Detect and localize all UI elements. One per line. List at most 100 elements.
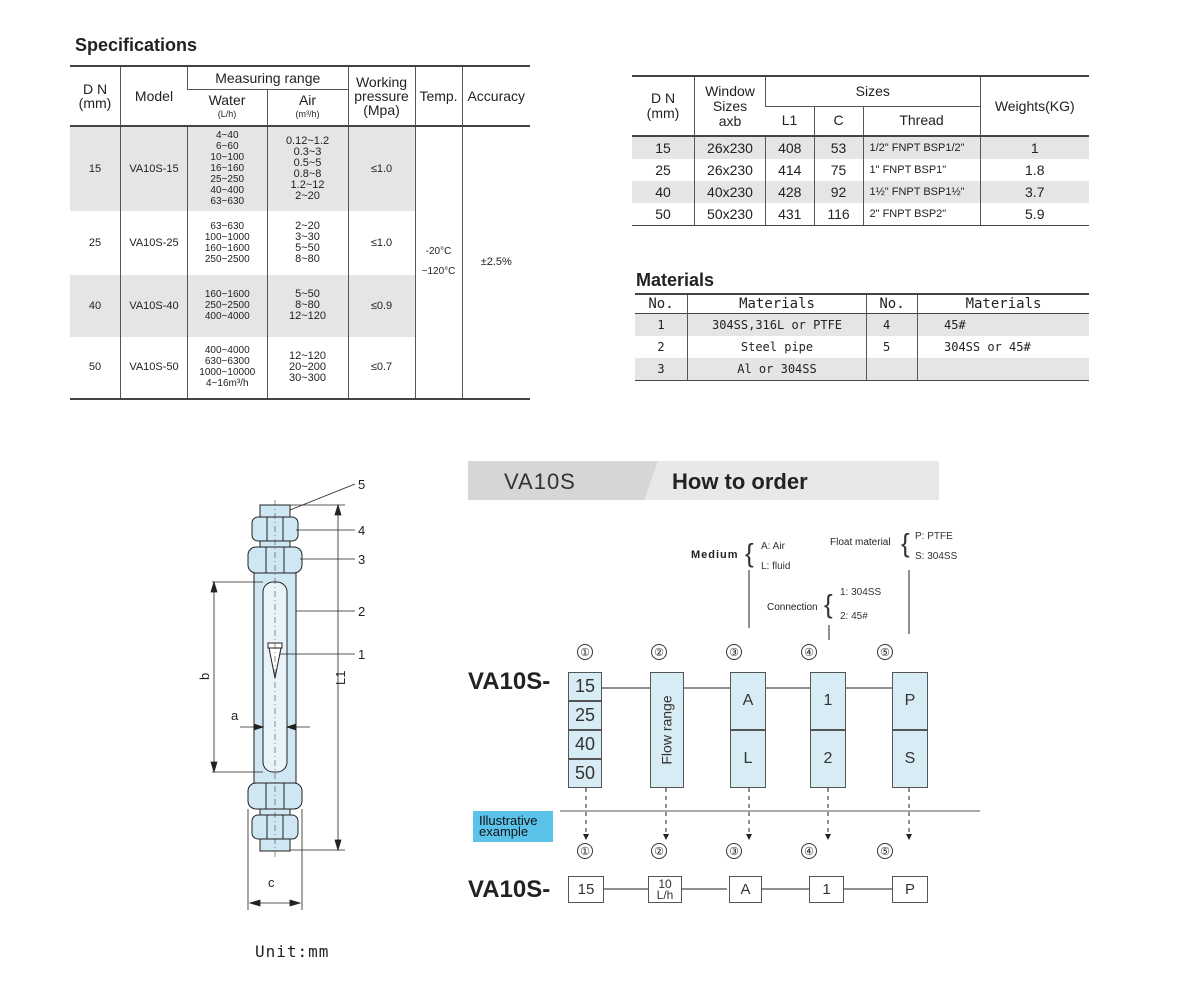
spec-pressure: ≤0.9: [347, 274, 415, 337]
water-range: 4~40: [215, 130, 239, 141]
size-option-25[interactable]: 25: [568, 701, 602, 730]
sizes-header-sizes: Sizes: [765, 76, 980, 107]
sizes-c: 75: [813, 159, 863, 181]
sizes-l1: 428: [765, 181, 814, 203]
sizes-window: 50x230: [694, 203, 766, 226]
sizes-header-l1: L1: [781, 112, 798, 129]
water-range: 63~630: [210, 196, 245, 207]
spec-temp: -20°C~120°C: [414, 125, 462, 399]
float-material-label: Float material: [830, 537, 891, 548]
water-range: 160~1600: [204, 242, 250, 254]
example-float: P: [892, 876, 928, 903]
sizes-weight: 1: [979, 136, 1089, 159]
header-water: Water (L/h): [188, 90, 268, 126]
water-range: 1000~10000: [199, 367, 256, 378]
flow-range-box[interactable]: Flow range: [650, 672, 684, 788]
step-circle-5: ⑤: [877, 644, 893, 660]
order-connectors: [560, 570, 980, 890]
air-range: 12~120: [288, 349, 326, 362]
materials-header-no-2: No.: [866, 294, 918, 314]
sizes-c: 116: [813, 203, 863, 226]
connection-brace: {: [824, 589, 833, 619]
float-option-s[interactable]: S: [892, 730, 928, 788]
callout-3: 3: [358, 552, 365, 567]
sizes-thread: 1/2" FNPT BSP1/2": [862, 136, 980, 159]
medium-option-a[interactable]: A: [730, 672, 766, 730]
air-range: 2~20: [295, 189, 320, 202]
header-model: Model: [120, 66, 188, 126]
air-range: 0.5~5: [293, 156, 322, 169]
water-range: 63~630: [210, 220, 245, 232]
sizes-thread: 2" FNPT BSP2": [862, 203, 980, 226]
header-dn: D N (mm): [70, 66, 121, 126]
air-range: 3~30: [295, 230, 320, 243]
connection-option-45: 2: 45#: [840, 611, 868, 622]
water-range: 16~160: [210, 163, 245, 174]
materials-header-materials-2: Materials: [917, 294, 1089, 314]
size-option-50[interactable]: 50: [568, 759, 602, 788]
sizes-c: 92: [813, 181, 863, 203]
spec-pressure: ≤1.0: [347, 210, 415, 275]
materials-header-no-1: No.: [648, 296, 674, 312]
size-option-15[interactable]: 15: [568, 672, 602, 701]
medium-brace: {: [745, 538, 754, 568]
size-option-40[interactable]: 40: [568, 730, 602, 759]
sizes-window: 26x230: [694, 136, 766, 159]
dim-l1-label: L1: [333, 671, 348, 685]
float-option-p[interactable]: P: [892, 672, 928, 730]
water-range: 400~4000: [204, 311, 250, 322]
sizes-l1: 408: [765, 136, 814, 159]
sizes-window: 40x230: [694, 181, 766, 203]
materials-no2: [866, 358, 918, 381]
sizes-weight: 1.8: [979, 159, 1089, 181]
air-range: 0.3~3: [293, 145, 322, 158]
spec-pressure: ≤1.0: [347, 125, 415, 211]
air-range: 8~80: [295, 299, 320, 311]
water-range: 10~100: [210, 152, 245, 163]
header-air: Air (m³/h): [266, 89, 348, 126]
spec-model: VA10S-50: [120, 336, 188, 399]
header-air-label: Air: [298, 92, 317, 109]
sizes-dn: 40: [655, 184, 671, 200]
example-circle-5: ⑤: [877, 843, 893, 859]
spec-pressure: ≤0.7: [347, 336, 415, 399]
materials-no2: 5: [866, 336, 918, 358]
materials-m1: Steel pipe: [687, 336, 867, 358]
connection-option-1[interactable]: 1: [810, 672, 846, 730]
example-circle-1: ①: [577, 843, 593, 859]
water-range: 4~16m³/h: [205, 378, 249, 389]
specifications-title: Specifications: [75, 35, 198, 55]
step-circle-3: ③: [726, 644, 742, 660]
connection-option-2[interactable]: 2: [810, 730, 846, 788]
water-range: 160~1600: [204, 289, 250, 300]
callout-4: 4: [358, 523, 365, 538]
water-range: 100~1000: [204, 231, 250, 243]
header-measuring-range: Measuring range: [187, 66, 348, 90]
connection-label: Connection: [767, 602, 818, 613]
water-range: 40~400: [210, 185, 245, 196]
step-circle-2: ②: [651, 644, 667, 660]
sizes-weight: 5.9: [979, 203, 1089, 226]
example-prefix: VA10S-: [468, 876, 551, 903]
air-range: 30~300: [288, 371, 326, 384]
materials-m2: 45#: [917, 313, 1089, 336]
medium-option-l[interactable]: L: [730, 730, 766, 788]
materials-header-materials-1: Materials: [687, 294, 867, 314]
example-circle-2: ②: [651, 843, 667, 859]
callout-1: 1: [358, 647, 365, 662]
materials-no1: 2: [657, 340, 665, 354]
header-dn-unit: (mm): [78, 94, 112, 111]
specifications-table: D N (mm) Model Measuring range Working p…: [70, 65, 530, 400]
order-banner: VA10S How to order: [468, 461, 939, 500]
